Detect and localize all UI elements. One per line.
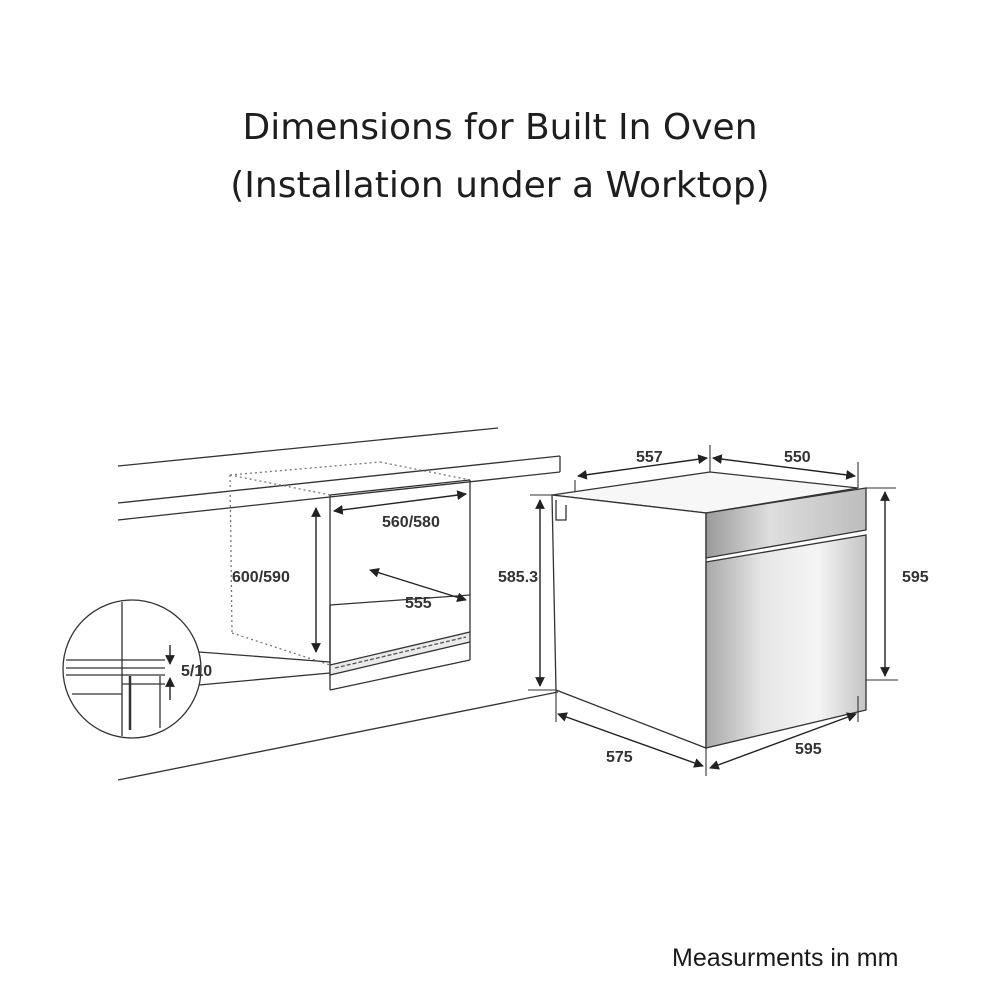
oven-front-height-label: 595 (902, 569, 929, 586)
dotted-outline (229, 461, 471, 666)
oven-door (705, 534, 867, 749)
cabinet-depth-label: 560/580 (382, 514, 440, 531)
oven-side (551, 494, 707, 749)
oven-bottom-width-label: 595 (795, 741, 822, 758)
title-line-2: (Installation under a Worktop) (230, 165, 770, 206)
callout-leader-bottom (198, 672, 331, 686)
oven-bracket (555, 500, 567, 521)
oven-drawing (551, 471, 867, 749)
cabinet-inner-depth-arrow (369, 567, 467, 603)
oven-top-depth-arrow (577, 454, 708, 480)
gap-detail-circle (62, 599, 202, 739)
cabinet-depth-arrow (333, 490, 467, 515)
cabinet-height-label: 600/590 (232, 569, 290, 586)
oven-side-height-label: 585.3 (498, 569, 538, 586)
worktop-top-edge (117, 427, 499, 467)
oven-bottom-depth-label: 575 (606, 749, 633, 766)
measurement-unit-note: Measurments in mm (672, 944, 899, 972)
oven-top-width-arrow (712, 454, 856, 480)
oven-bottom-width-arrow (709, 712, 857, 770)
callout-leader-top (198, 651, 331, 663)
niche-top-edge (329, 479, 471, 496)
floor-line (117, 691, 559, 781)
oven-top-width-label: 550 (784, 449, 811, 466)
cabinet-drawing (117, 427, 561, 781)
title-line-1: Dimensions for Built In Oven (242, 107, 758, 148)
worktop-front-top (117, 455, 561, 504)
gap-label: 5/10 (181, 663, 212, 680)
niche-shelf (329, 631, 471, 676)
oven-control-panel (705, 487, 867, 559)
oven-bottom-depth-arrow (557, 712, 704, 768)
cabinet-inner-depth-label: 555 (405, 595, 432, 612)
oven-top-depth-label: 557 (636, 449, 663, 466)
gap-detail-callout (62, 599, 331, 739)
